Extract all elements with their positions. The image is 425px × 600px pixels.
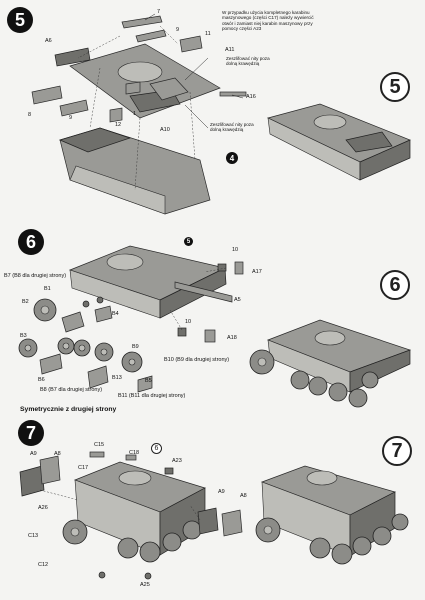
label-part-c17: C17	[78, 465, 89, 471]
label-part-10a: 10	[232, 247, 239, 253]
label-part-b7: B7 (B8 dla drugiej strony)	[4, 273, 67, 279]
label-part-b10: B10 (B9 dla drugiej strony)	[164, 357, 230, 363]
label-part-b3: B3	[20, 333, 27, 339]
step5-number-badge: 5	[7, 7, 33, 33]
label-part-11: 11	[205, 31, 211, 37]
label-part-b13: B13	[112, 375, 122, 381]
label-part-a6: A6	[45, 38, 52, 44]
label-part-a9: A9	[30, 451, 37, 457]
step7-result-badge: 7	[382, 436, 412, 466]
label-part-b4: B4	[112, 311, 119, 317]
step5-result-badge: 5	[380, 72, 410, 102]
label-part-b8: B8 (B7 dla drugiej strony)	[40, 387, 103, 393]
label-part-a26: A26	[38, 505, 48, 511]
label-part-b11: B11 (B11 dla drugiej strony)	[118, 393, 186, 399]
label-part-7: 7	[157, 9, 161, 15]
step7-number-badge: 7	[18, 420, 44, 446]
step5-exploded-drawing	[31, 13, 247, 215]
label-part-8: 8	[28, 112, 32, 118]
note-machine-gun: W przypadku użycia kompletnego karabinu …	[222, 10, 314, 31]
note-a10-rivets: Zeszlifować nity poza dolną krawędzią	[210, 122, 254, 133]
label-part-a25: A25	[140, 582, 150, 588]
label-part-b6: B6	[38, 377, 45, 383]
step5-result-drawing	[266, 103, 411, 181]
label-part-a10: A10	[160, 127, 170, 133]
label-part-10b: 10	[185, 319, 192, 325]
label-part-9b: 9	[69, 115, 73, 121]
label-part-b2: B2	[22, 299, 29, 305]
label-part-b5: B5	[145, 378, 152, 384]
step6-result-badge: 6	[380, 270, 410, 300]
label-part-1: 1	[133, 111, 137, 117]
label-part-12: 12	[115, 122, 122, 128]
note-symmetric: Symetrycznie z drugiej strony	[20, 406, 117, 413]
step5-ref-badge: 4	[226, 152, 238, 164]
label-part-a8: A8	[54, 451, 61, 457]
step7-ref-badge: 6	[151, 443, 162, 454]
step7-result-drawing	[255, 465, 409, 565]
label-part-c12: C12	[38, 562, 49, 568]
step7-exploded-drawing	[19, 451, 243, 580]
step6-number-badge: 6	[18, 229, 44, 255]
step6-result-drawing	[249, 319, 412, 408]
label-part-9: 9	[176, 27, 180, 33]
label-part-b1: B1	[44, 286, 51, 292]
label-part-a17: A17	[252, 269, 262, 275]
label-part-a11: A11	[225, 47, 235, 53]
label-part-a23: A23	[172, 458, 182, 464]
label-part-a5: A5	[234, 297, 241, 303]
label-part-a18: A18	[227, 335, 237, 341]
label-part-a9b: A9	[218, 489, 225, 495]
note-a11-rivets: Zeszlifować nity poza dolną krawędzią	[226, 56, 270, 67]
label-part-b9: B9	[132, 344, 139, 350]
step6-exploded-drawing	[18, 245, 244, 393]
label-part-a16: A16	[246, 94, 256, 100]
step6-ref-badge: 5	[184, 237, 193, 246]
label-part-a8b: A8	[240, 493, 247, 499]
label-part-c18: C18	[129, 450, 140, 456]
label-part-c13: C13	[28, 533, 39, 539]
label-part-c15: C15	[94, 442, 105, 448]
